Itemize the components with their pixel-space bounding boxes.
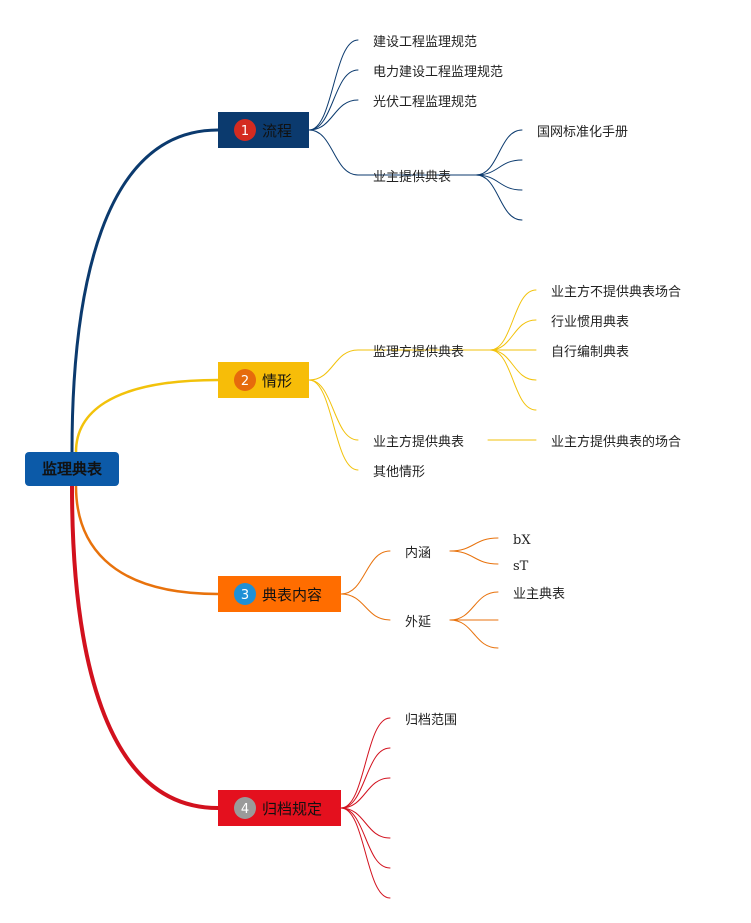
topic-b1-c1[interactable]: 建设工程监理规范 <box>373 35 477 50</box>
link-b3-c1-s2 <box>449 550 499 565</box>
subtopic-b3-c2-s1[interactable]: 业主典表 <box>513 587 565 602</box>
link-b3-c2 <box>340 593 391 621</box>
root-label: 监理典表 <box>42 460 103 478</box>
link-b1-c4-s1 <box>475 129 523 176</box>
subtopic-b3-c1-s2[interactable]: sT <box>513 559 529 574</box>
link-b2-c1-s2 <box>489 319 537 351</box>
branch-badge-2 <box>234 369 256 391</box>
link-b1-c1 <box>308 39 359 131</box>
branch-label-3: 典表内容 <box>262 586 322 604</box>
topic-b3-c1[interactable]: 内涵 <box>405 545 431 561</box>
topic-b2-c3[interactable]: 其他情形 <box>373 465 425 480</box>
branch-number-2: 2 <box>241 374 249 389</box>
link-b2-c1 <box>308 349 359 381</box>
subtopic-b1-c4-s1[interactable]: 国网标准化手册 <box>537 125 628 140</box>
link-b2-c2 <box>308 379 359 441</box>
branch-node-1[interactable]: 1 流程 <box>218 112 309 148</box>
subtopic-b2-c2-s1[interactable]: 业主方提供典表的场合 <box>551 434 681 450</box>
branch-number-1: 1 <box>241 124 249 139</box>
branch-label-1: 流程 <box>262 122 292 140</box>
link-b2-c1-s4 <box>489 349 537 381</box>
link-b2-c1-s1 <box>489 289 537 351</box>
link-b3-c1 <box>340 550 391 595</box>
link-b4-c1 <box>340 717 391 809</box>
link-b4-c3 <box>340 777 391 809</box>
branch-node-3[interactable]: 3 典表内容 <box>218 576 341 612</box>
subtopic-b2-c1-s2[interactable]: 行业惯用典表 <box>551 314 629 330</box>
topic-b3-c2[interactable]: 外延 <box>405 615 431 630</box>
link-b1-c4-s3 <box>475 174 523 191</box>
link-b4-c4 <box>340 807 391 839</box>
link-root-b2 <box>74 378 220 454</box>
link-b1-c2 <box>308 69 359 131</box>
link-b3-c2-s3 <box>449 619 499 649</box>
link-root-b3 <box>74 484 220 596</box>
branch-node-4[interactable]: 4 归档规定 <box>218 790 341 826</box>
link-b1-c4-s4 <box>475 174 523 221</box>
branch-badge-1 <box>234 119 256 141</box>
branch-label-4: 归档规定 <box>262 800 322 818</box>
link-b1-c3 <box>308 99 359 131</box>
branch-label-2: 情形 <box>262 372 292 390</box>
subtopic-b3-c1-s1[interactable]: bX <box>513 533 531 548</box>
branch-badge-4 <box>234 797 256 819</box>
subtopic-b2-c1-s1[interactable]: 业主方不提供典表场合 <box>551 284 681 300</box>
link-root-b4 <box>70 484 220 810</box>
branch-number-3: 3 <box>241 588 249 603</box>
link-b1-c4 <box>308 129 359 176</box>
link-b2-c1-s5 <box>489 349 537 411</box>
link-b1-c4-s2 <box>475 159 523 176</box>
link-b3-c2-s1 <box>449 591 499 621</box>
topic-b2-c1[interactable]: 监理方提供典表 <box>373 344 464 360</box>
topic-b2-c2[interactable]: 业主方提供典表 <box>373 434 464 450</box>
subtopic-b2-c1-s3[interactable]: 自行编制典表 <box>551 345 629 360</box>
link-b4-c2 <box>340 747 391 809</box>
link-b4-c6 <box>340 807 391 899</box>
topic-b1-c4[interactable]: 业主提供典表 <box>373 169 451 185</box>
link-b2-c3 <box>308 379 359 471</box>
root-node[interactable]: 监理典表 <box>25 452 119 486</box>
branch-badge-3 <box>234 583 256 605</box>
topic-b1-c3[interactable]: 光伏工程监理规范 <box>373 95 477 110</box>
branch-node-2[interactable]: 2 情形 <box>218 362 309 398</box>
link-b4-c5 <box>340 807 391 869</box>
topic-b4-c1[interactable]: 归档范围 <box>405 713 457 728</box>
link-root-b1 <box>70 128 220 454</box>
link-b3-c1-s1 <box>449 537 499 552</box>
branch-number-4: 4 <box>241 802 249 817</box>
topic-b1-c2[interactable]: 电力建设工程监理规范 <box>373 65 503 80</box>
